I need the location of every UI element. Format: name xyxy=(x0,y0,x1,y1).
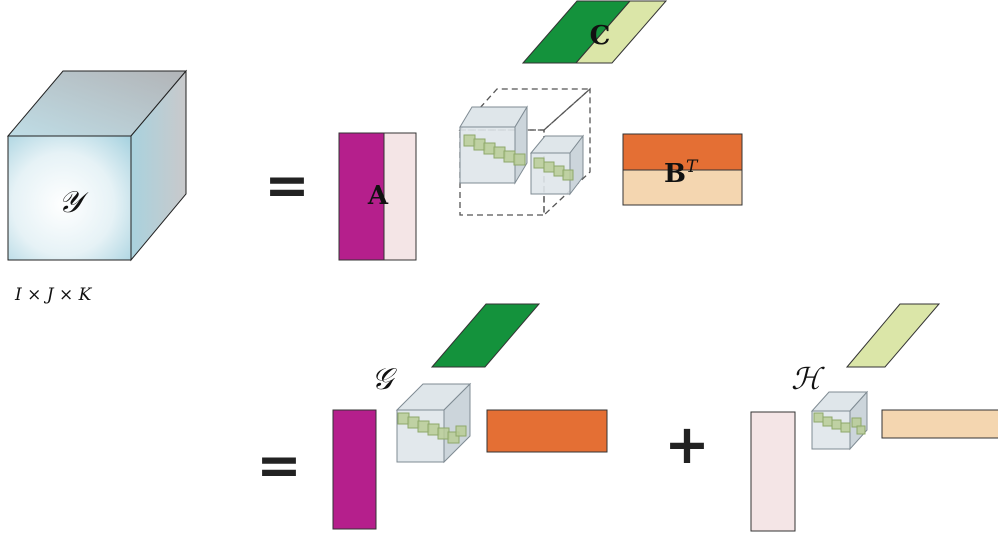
core-cube-2 xyxy=(529,134,585,196)
factor-c-matrix: C xyxy=(521,0,668,64)
factor-b-bottom-band xyxy=(622,169,743,206)
core-diagonal-elements xyxy=(463,134,574,181)
factor-a-right-band xyxy=(383,132,417,261)
factor-a-matrix: A xyxy=(338,132,417,261)
term-h-slab xyxy=(845,303,941,368)
term-g: 𝒢 xyxy=(332,303,608,530)
term-h-column xyxy=(750,411,796,532)
factor-b-letter: B xyxy=(664,159,686,189)
equals-sign-1: = xyxy=(264,154,309,217)
term-h: ℋ xyxy=(750,303,998,532)
term-g-core-cube xyxy=(395,382,472,464)
cube-front-face xyxy=(7,135,132,261)
factor-b-superscript: T xyxy=(686,157,699,177)
factor-b-transpose-matrix: BT xyxy=(622,133,743,206)
factor-a-label: A xyxy=(367,181,389,211)
factor-b-label: BT xyxy=(664,157,699,189)
equals-sign-2: = xyxy=(256,434,301,497)
factor-a-left-band xyxy=(338,132,385,261)
plus-sign: + xyxy=(664,413,709,476)
term-h-symbol: ℋ xyxy=(791,362,825,397)
tensor-y-cube: 𝒴 xyxy=(6,69,188,262)
core-tensor xyxy=(458,87,592,217)
tensor-dimensions: I × J × K xyxy=(14,285,93,305)
factor-c-right-band xyxy=(574,0,668,64)
term-g-column xyxy=(332,409,377,530)
term-h-row xyxy=(881,409,998,439)
term-g-symbol: 𝒢 xyxy=(371,362,397,397)
term-g-row xyxy=(486,409,608,453)
term-h-diagonal-elements xyxy=(813,412,866,435)
term-g-diagonal-elements xyxy=(397,412,467,444)
term-g-slab xyxy=(430,303,541,368)
factor-c-label: C xyxy=(590,21,611,51)
factor-b-top-band xyxy=(622,133,743,171)
